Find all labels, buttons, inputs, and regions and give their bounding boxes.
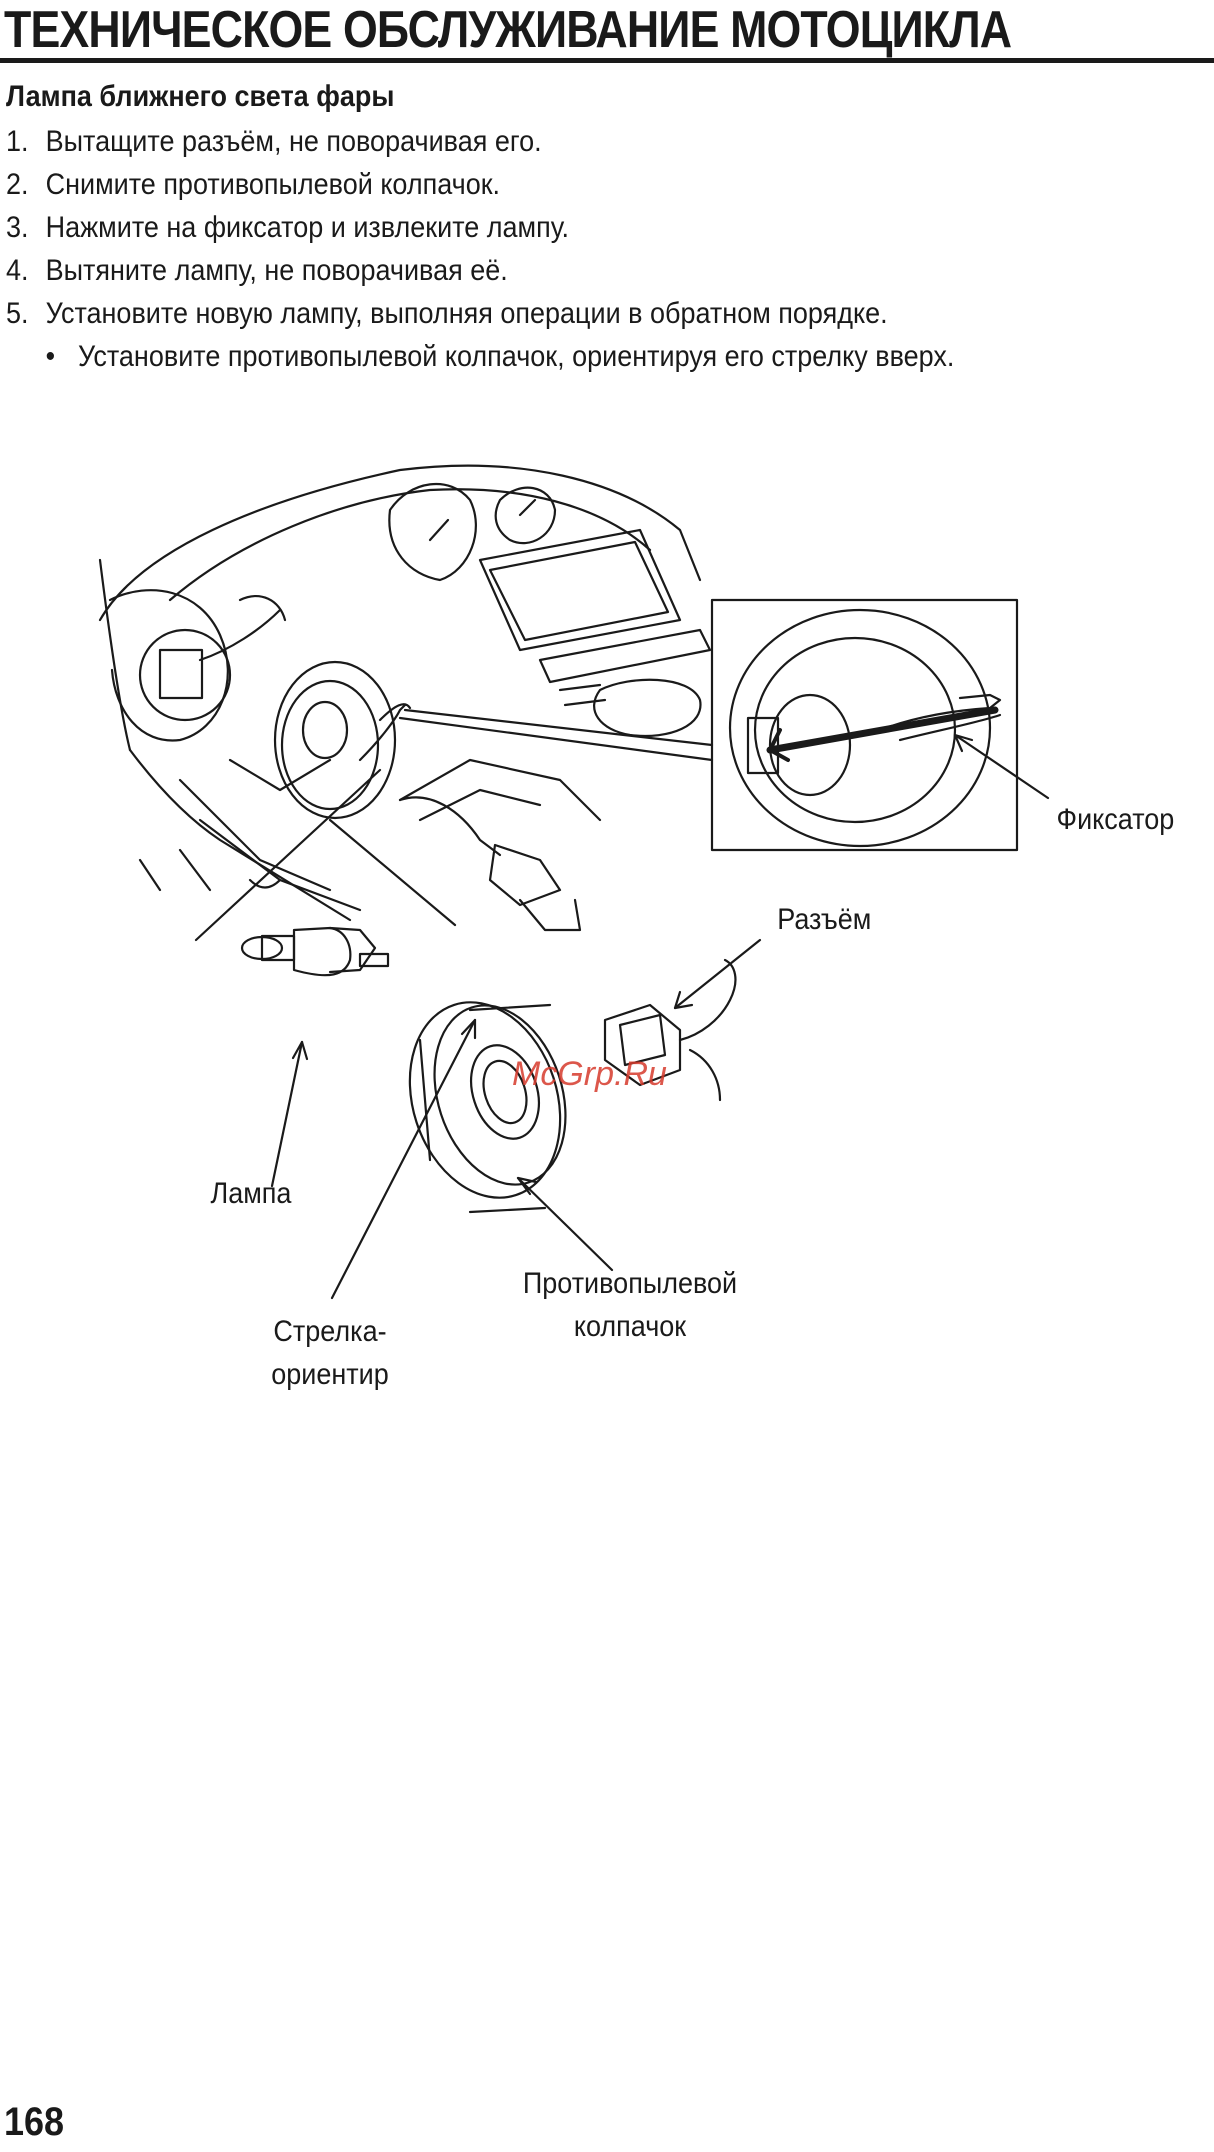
orientation-arrow-label-line2: ориентир: [271, 1358, 389, 1391]
section-title: Лампа ближнего света фары: [6, 80, 395, 113]
motorcycle-fairing-drawing: [98, 464, 714, 942]
step-text: Снимите противопылевой колпачок.: [45, 168, 501, 201]
step-text: Вытащите разъём, не поворачивая его.: [45, 125, 542, 158]
instruction-step: 1. Вытащите разъём, не поворачивая его.: [6, 120, 954, 163]
instruction-step: 3. Нажмите на фиксатор и извлеките лампу.: [6, 206, 954, 249]
bulb-label: Лампа: [210, 1177, 292, 1210]
header-divider: [0, 58, 1214, 63]
instruction-step: 4. Вытяните лампу, не поворачивая её.: [6, 249, 954, 292]
step-text: Нажмите на фиксатор и извлеките лампу.: [45, 211, 570, 244]
connector-drawing: [603, 958, 737, 1102]
step-text: Установите новую лампу, выполняя операци…: [45, 297, 888, 330]
dust-cover-label-line1: Противопылевой: [522, 1267, 738, 1300]
step-number: 5.: [6, 297, 29, 330]
headlight-illustration: [98, 464, 1050, 1300]
orientation-arrow-label: Стрелка- ориентир: [240, 1310, 420, 1396]
connector-label: Разъём: [777, 903, 872, 936]
page-number: 168: [4, 2100, 65, 2144]
instruction-list: 1. Вытащите разъём, не поворачивая его. 2…: [6, 120, 1060, 378]
instruction-step: 5. Установите новую лампу, выполняя опера…: [6, 292, 954, 335]
dust-cover-label-line2: колпачок: [573, 1310, 687, 1343]
instruction-bullet: • Установите противопылевой колпачок, ори…: [6, 335, 955, 378]
step-number: 1.: [6, 125, 29, 158]
step-number: 2.: [6, 168, 29, 201]
bullet-text: Установите противопылевой колпачок, орие…: [78, 340, 955, 373]
bulb-drawing: [240, 926, 390, 977]
dust-cover-drawing: [408, 1001, 567, 1214]
dust-cover-label: Противопылевой колпачок: [505, 1262, 755, 1348]
step-number: 3.: [6, 211, 29, 244]
leader-lines: [270, 733, 1050, 1300]
step-text: Вытяните лампу, не поворачивая её.: [45, 254, 508, 287]
page-header-title: ТЕХНИЧЕСКОЕ ОБСЛУЖИВАНИЕ МОТОЦИКЛА: [4, 1, 1012, 59]
bullet-marker: •: [45, 340, 56, 373]
retainer-label: Фиксатор: [1056, 803, 1175, 836]
watermark-text: McGrp.Ru: [512, 1055, 667, 1093]
orientation-arrow-label-line1: Стрелка-: [273, 1315, 387, 1348]
retainer-inset-drawing: [710, 598, 1019, 852]
step-number: 4.: [6, 254, 29, 287]
instruction-step: 2. Снимите противопылевой колпачок.: [6, 163, 954, 206]
